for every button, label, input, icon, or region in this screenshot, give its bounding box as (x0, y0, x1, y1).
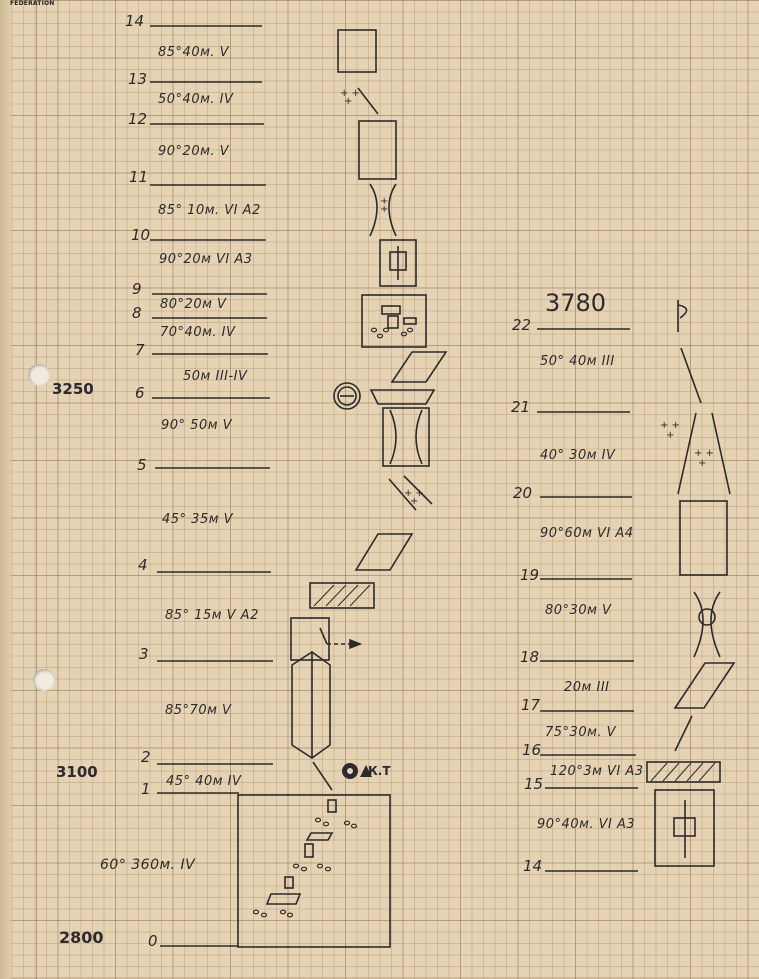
leg-description: 60° 360м. IV (100, 857, 196, 873)
marker-label: К.Т (368, 764, 391, 778)
leg-description: 80°20м V (160, 297, 227, 312)
svg-text:+: + (410, 496, 418, 507)
station-number: 8 (132, 304, 142, 322)
depth-3250: 3250 (52, 380, 94, 398)
station-number: 4 (138, 556, 148, 574)
station-number: 12 (128, 110, 148, 128)
leg-description: 90°40м. VI A3 (537, 817, 636, 832)
svg-text:+ +: + + (694, 448, 714, 459)
station-number: 17 (521, 696, 541, 714)
leg-description: 50° 40м III (540, 354, 615, 369)
station-number: 6 (135, 384, 145, 402)
station-number: 22 (512, 316, 532, 334)
leg-description: 85° 10м. VI A2 (158, 203, 261, 218)
leg-description: 45° 35м V (162, 512, 234, 527)
punch-hole-bottom (33, 669, 55, 691)
station-number: 19 (520, 566, 540, 584)
station-number: 1 (141, 780, 151, 798)
leg-description: 90° 50м V (161, 418, 233, 433)
torn-edge (0, 0, 14, 979)
svg-text:+ +: + + (660, 420, 680, 431)
station-number: 18 (520, 648, 540, 666)
station-number: 21 (511, 398, 531, 416)
station-number: 0 (148, 932, 158, 950)
leg-description: 85° 15м V A2 (165, 608, 259, 623)
svg-text:+: + (380, 196, 388, 207)
punch-hole-top (28, 364, 50, 386)
svg-text:+: + (380, 204, 388, 215)
svg-text:+: + (666, 430, 674, 441)
leg-description: 85°40м. V (158, 45, 230, 60)
leg-description: 80°30м V (545, 603, 612, 618)
leg-description: 120°3м VI A3 (550, 764, 644, 779)
station-number: 11 (129, 168, 149, 186)
leg-description: 85°70м V (165, 703, 232, 718)
station-number: 7 (135, 341, 145, 359)
depth-3780: 3780 (545, 289, 607, 317)
leg-description: 40° 30м IV (540, 448, 616, 463)
leg-description: 50°40м. IV (158, 92, 234, 107)
leg-description: 75°30м. V (545, 725, 617, 740)
station-number: 14 (125, 12, 145, 30)
logo-text: FEDERATION (10, 0, 55, 7)
depth-3100: 3100 (56, 763, 98, 781)
station-number: 13 (128, 70, 148, 88)
svg-text:+ +: + + (404, 488, 424, 499)
leg-description: 20м III (564, 680, 610, 695)
margin-line (36, 0, 37, 979)
station-number: 16 (522, 741, 542, 759)
station-number: 10 (131, 226, 151, 244)
station-number: 14 (523, 857, 543, 875)
svg-text:+: + (344, 96, 352, 107)
station-number: 3 (139, 645, 149, 663)
depth-2800: 2800 (59, 928, 104, 947)
svg-text:+ +: + + (340, 88, 360, 99)
leg-description: 90°20м. V (158, 144, 230, 159)
station-number: 5 (137, 456, 147, 474)
leg-description: 90°20м VI A3 (159, 252, 253, 267)
leg-description: 45° 40м IV (166, 774, 242, 789)
station-number: 20 (513, 484, 533, 502)
station-number: 2 (141, 748, 151, 766)
station-number: 9 (132, 280, 142, 298)
station-number: 15 (524, 775, 544, 793)
leg-description: 70°40м. IV (160, 325, 236, 340)
svg-text:+: + (698, 458, 706, 469)
leg-description: 90°60м VI A4 (540, 526, 634, 541)
leg-description: 50м III-IV (183, 369, 248, 384)
